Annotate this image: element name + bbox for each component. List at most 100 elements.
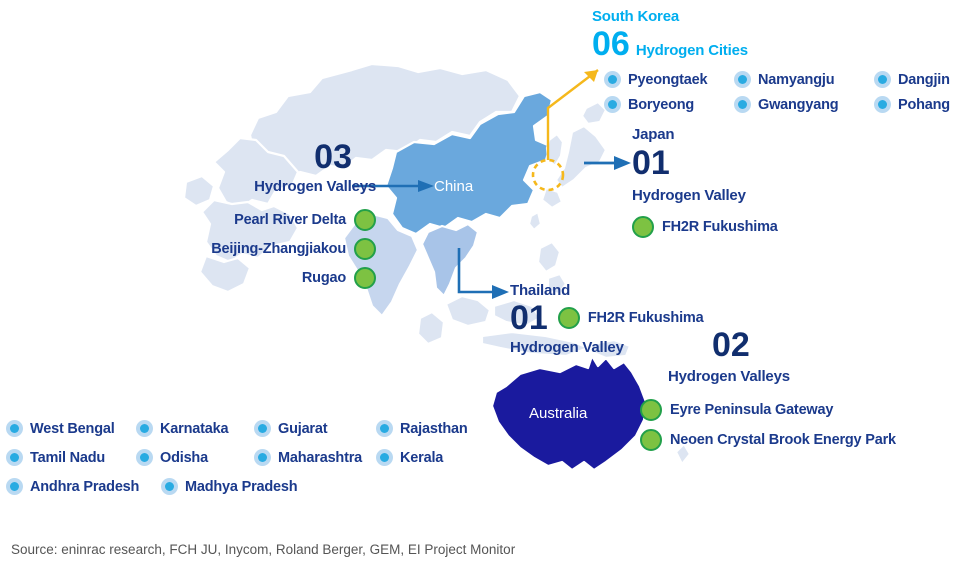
country-shape-central-asia xyxy=(248,62,522,184)
city-marker-icon xyxy=(604,71,621,88)
south-korea-unit-label: Hydrogen Cities xyxy=(635,42,748,59)
india-states-legend: West Bengal Karnataka Gujarat Rajasthan … xyxy=(6,414,486,501)
south-korea-city-label-1: Namyangju xyxy=(758,71,835,88)
legend-item-karnataka[interactable]: Karnataka xyxy=(136,420,254,437)
south-korea-city-label-4: Gwangyang xyxy=(758,96,839,113)
legend-label-1-2: Maharashtra xyxy=(278,449,363,466)
japan-valley-item[interactable]: FH2R Fukushima xyxy=(632,216,778,238)
south-korea-city-label-0: Pyeongtaek xyxy=(628,71,708,88)
region-block-australia: 02 Hydrogen Valleys Eyre Peninsula Gatew… xyxy=(640,328,960,451)
state-marker-icon xyxy=(254,449,271,466)
valley-marker-icon xyxy=(354,238,376,260)
thailand-valley-label-0: FH2R Fukushima xyxy=(587,310,704,326)
legend-label-0-2: Gujarat xyxy=(278,420,328,437)
legend-item-maharashtra[interactable]: Maharashtra xyxy=(254,449,376,466)
country-shape-indonesia-5 xyxy=(590,338,632,360)
japan-valley-label-0: FH2R Fukushima xyxy=(662,219,778,235)
legend-item-kerala[interactable]: Kerala xyxy=(376,449,443,466)
south-korea-highlight-ring xyxy=(531,158,565,192)
city-marker-icon xyxy=(734,71,751,88)
country-shape-philippines xyxy=(536,240,562,274)
state-marker-icon xyxy=(6,420,23,437)
china-valley-item[interactable]: Beijing-Zhangjiakou xyxy=(211,238,376,260)
legend-item-odisha[interactable]: Odisha xyxy=(136,449,254,466)
legend-item-tamil-nadu[interactable]: Tamil Nadu xyxy=(6,449,136,466)
state-marker-icon xyxy=(136,449,153,466)
city-marker-icon xyxy=(874,71,891,88)
thailand-country-label: Thailand xyxy=(510,282,571,299)
australia-valley-item[interactable]: Eyre Peninsula Gateway xyxy=(640,399,960,421)
china-connector-arrow xyxy=(352,180,434,192)
region-block-china: 03 Hydrogen Valleys Pearl River Delta Be… xyxy=(196,140,376,289)
south-korea-city-label-3: Boryeong xyxy=(628,96,695,113)
australia-unit-label: Hydrogen Valleys xyxy=(668,368,790,385)
legend-item-gujarat[interactable]: Gujarat xyxy=(254,420,376,437)
country-shape-japan-main xyxy=(554,124,608,190)
country-shape-indonesia-4 xyxy=(480,330,590,358)
region-block-japan: Japan 01 Hydrogen Valley FH2R Fukushima xyxy=(632,126,778,238)
legend-label-0-3: Rajasthan xyxy=(400,420,468,437)
south-korea-city-item[interactable]: Gwangyang xyxy=(734,96,856,113)
south-korea-country-label: South Korea xyxy=(592,8,679,25)
australia-valley-item[interactable]: Neoen Crystal Brook Energy Park xyxy=(640,429,960,451)
legend-row: Andhra Pradesh Madhya Pradesh xyxy=(6,472,486,501)
legend-label-1-0: Tamil Nadu xyxy=(30,449,106,466)
legend-label-1-1: Odisha xyxy=(160,449,208,466)
thailand-unit-label: Hydrogen Valley xyxy=(510,339,624,356)
south-korea-city-item[interactable]: Pohang xyxy=(874,96,950,113)
south-korea-city-label-5: Pohang xyxy=(898,96,950,113)
country-shape-china xyxy=(384,90,554,236)
country-shape-new-zealand xyxy=(674,442,692,466)
japan-connector-arrow xyxy=(584,156,631,170)
valley-marker-icon xyxy=(632,216,654,238)
legend-item-rajasthan[interactable]: Rajasthan xyxy=(376,420,468,437)
valley-marker-icon xyxy=(354,267,376,289)
thailand-valley-item[interactable]: FH2R Fukushima xyxy=(557,307,704,329)
legend-label-2-1: Madhya Pradesh xyxy=(185,478,298,495)
japan-count: 01 xyxy=(632,144,670,182)
state-marker-icon xyxy=(376,449,393,466)
country-shape-west-asia xyxy=(212,136,300,210)
country-shape-indonesia-1 xyxy=(444,294,492,328)
legend-item-west-bengal[interactable]: West Bengal xyxy=(6,420,136,437)
valley-marker-icon xyxy=(640,429,662,451)
china-valley-item[interactable]: Rugao xyxy=(301,267,376,289)
china-valley-label-0: Pearl River Delta xyxy=(234,212,346,228)
country-shape-indonesia-2 xyxy=(492,298,542,328)
thailand-connector-arrow xyxy=(457,248,509,299)
china-valley-label-1: Beijing-Zhangjiakou xyxy=(211,241,346,257)
japan-unit-label: Hydrogen Valley xyxy=(632,187,746,204)
state-marker-icon xyxy=(136,420,153,437)
japan-country-label: Japan xyxy=(632,126,675,143)
state-marker-icon xyxy=(6,449,23,466)
legend-label-1-3: Kerala xyxy=(400,449,444,466)
south-korea-city-label-2: Dangjin xyxy=(898,71,950,88)
map-label-china: China xyxy=(434,178,474,195)
country-shape-taiwan xyxy=(527,210,543,232)
state-marker-icon xyxy=(376,420,393,437)
legend-item-andhra-pradesh[interactable]: Andhra Pradesh xyxy=(6,478,161,495)
south-korea-connector-arrow xyxy=(546,69,599,160)
south-korea-city-item[interactable]: Dangjin xyxy=(874,71,950,88)
country-shape-indonesia-3 xyxy=(416,310,446,346)
south-korea-city-item[interactable]: Boryeong xyxy=(604,96,716,113)
map-label-australia: Australia xyxy=(529,405,588,422)
legend-item-madhya-pradesh[interactable]: Madhya Pradesh xyxy=(161,478,298,495)
china-valley-item[interactable]: Pearl River Delta xyxy=(234,209,376,231)
city-marker-icon xyxy=(604,96,621,113)
state-marker-icon xyxy=(161,478,178,495)
valley-marker-icon xyxy=(354,209,376,231)
south-korea-city-item[interactable]: Namyangju xyxy=(734,71,856,88)
legend-row: West Bengal Karnataka Gujarat Rajasthan xyxy=(6,414,486,443)
state-marker-icon xyxy=(6,478,23,495)
legend-label-0-1: Karnataka xyxy=(160,420,229,437)
south-korea-city-item[interactable]: Pyeongtaek xyxy=(604,71,716,88)
country-shape-west-sliver xyxy=(182,174,216,208)
thailand-count: 01 xyxy=(510,299,548,337)
city-marker-icon xyxy=(734,96,751,113)
region-block-thailand: Thailand 01 FH2R Fukushima Hydrogen Vall… xyxy=(510,282,704,356)
country-shape-indochina xyxy=(420,222,480,298)
china-valley-label-2: Rugao xyxy=(301,270,346,286)
